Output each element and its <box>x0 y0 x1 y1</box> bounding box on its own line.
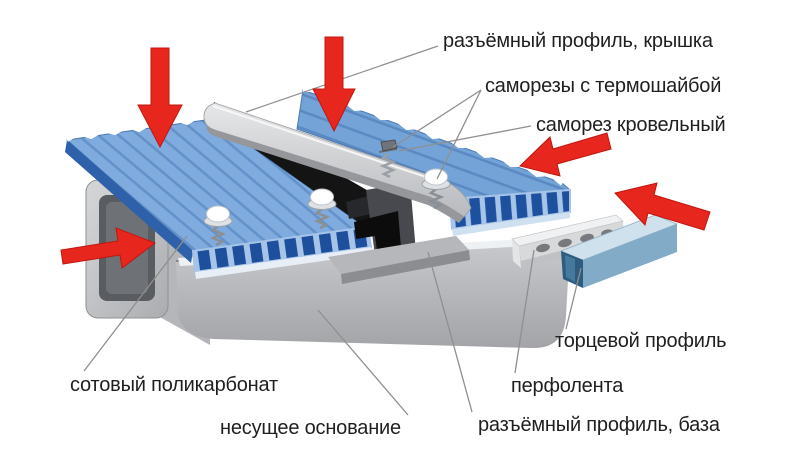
base-profile-cross-section <box>328 182 470 284</box>
cover-profile-highlight <box>212 105 439 182</box>
leader-end-profile <box>565 267 582 330</box>
end-profile <box>559 214 679 288</box>
profile-base-flange <box>328 236 469 274</box>
red-arrow-right <box>60 227 157 269</box>
cover-profile-front-edge <box>206 126 464 223</box>
thermo-washer-screw-3 <box>421 168 451 210</box>
screw-thread <box>379 153 397 179</box>
sheet-left-bottom-skin <box>195 247 372 279</box>
label-perfo-tape: перфолента <box>511 375 624 397</box>
washer-dome <box>206 205 230 223</box>
red-arrow-down-center <box>312 36 356 133</box>
perfo-hole <box>536 243 550 253</box>
sheet-right-bottom-skin <box>452 212 570 236</box>
thermo-washer-screw-1 <box>203 205 233 247</box>
washer-dome <box>424 168 448 186</box>
profile-jaw <box>346 196 371 219</box>
label-base-support: несущее основание <box>220 417 401 439</box>
leader-base-profile <box>427 251 473 413</box>
screw-washer <box>378 148 398 153</box>
red-arrow-left-lower <box>614 182 711 231</box>
leader-base-support <box>317 309 409 416</box>
screw-thread <box>427 188 445 210</box>
cover-profile <box>203 102 472 223</box>
perfo-hole <box>558 238 572 248</box>
red-arrows <box>60 36 711 269</box>
label-roof-screw: саморез кровельный <box>536 114 726 136</box>
roofing-screw <box>378 139 398 179</box>
sheet-left-front-edge <box>65 140 193 263</box>
label-sheet: сотовый поликарбонат <box>70 374 278 396</box>
screw-hex-head <box>380 139 398 152</box>
screw-thread <box>313 208 331 230</box>
end-profile-front <box>583 224 677 288</box>
label-thermo-screws: саморезы с термошайбой <box>485 75 722 97</box>
polycarbonate-sheet-left <box>65 113 373 279</box>
washer-dome <box>310 188 334 206</box>
leader-sheet <box>83 235 188 372</box>
screw-thread <box>209 225 227 247</box>
leader-thermo-screw-b <box>436 89 482 180</box>
profile-gap <box>354 211 401 257</box>
profile-base-flange-front <box>341 250 470 284</box>
label-end-profile: торцевой профиль <box>555 330 727 352</box>
leader-thermo-screw-a <box>392 89 482 148</box>
leader-roof-screw <box>398 125 532 152</box>
end-profile-opening-inner <box>565 255 575 282</box>
thermo-washer-screw-2 <box>307 188 337 230</box>
perfo-tape-top <box>511 214 624 247</box>
red-arrow-down-left <box>137 47 183 149</box>
leader-perfo-tape <box>514 249 535 374</box>
label-base-profile: разъёмный профиль, база <box>478 414 720 436</box>
red-arrow-left-upper <box>519 132 612 177</box>
label-cover-profile: разъёмный профиль, крышка <box>443 30 713 52</box>
sheet-left-serrated-edge <box>65 113 212 142</box>
